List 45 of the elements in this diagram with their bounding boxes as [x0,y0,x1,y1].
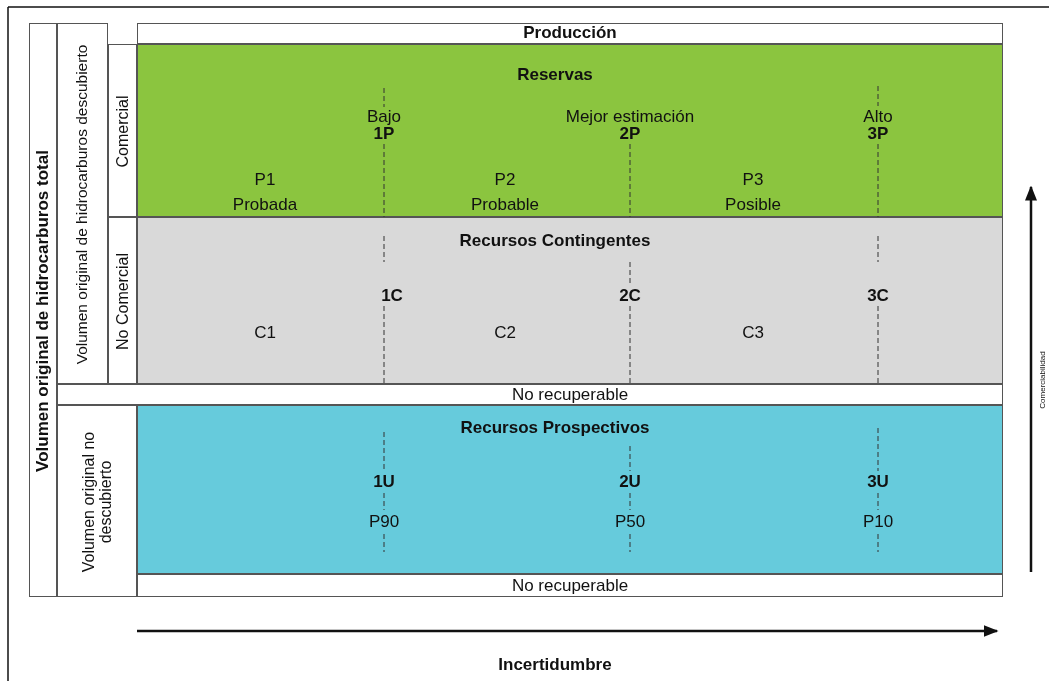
category-area [137,405,1003,574]
category-label: 2P [618,125,642,143]
category-title: Recursos Prospectivos [459,419,651,437]
category-label: P3 Posible [724,169,782,216]
category-label: C3 [741,324,765,342]
category-label: 2C [618,287,642,305]
category-label: P1 Probada [231,169,299,216]
row-header-cell [57,23,108,384]
category-label: 3P [866,125,890,143]
row-header: No Comercial [113,252,132,352]
category-label: P2 Probable [469,169,541,216]
category-label: 2U [618,473,642,491]
category-title: Reservas [516,66,594,84]
row-header-cell [108,217,137,384]
category-label: 1C [380,287,404,305]
category-label: Alto [862,108,894,126]
axis-label: Incertidumbre [497,655,613,675]
category-band [57,384,1003,405]
category-label: P10 [861,513,895,531]
category-label: No recuperable [510,386,630,404]
category-band [137,23,1003,44]
category-label: Bajo [366,108,402,126]
category-label: No recuperable [510,577,630,595]
row-header: Volumen original de hidrocarburos total [32,149,53,474]
category-label: P90 [367,513,401,531]
row-header-cell [108,44,137,217]
category-title: Producción [522,24,618,42]
category-label: Mejor estimación [564,108,696,126]
category-label: C1 [253,324,277,342]
row-header: Volumen original no descubierto [79,430,115,575]
category-area [137,217,1003,384]
category-band [137,574,1003,597]
category-label: 1P [373,125,395,143]
row-header: Volumen original de hidrocarburos descubierto [72,43,92,367]
category-label: C2 [493,324,517,342]
category-area [137,44,1003,217]
row-header: Comercial [113,94,132,170]
row-header-cell [57,405,137,597]
row-header-cell [29,23,57,597]
category-label: P50 [613,513,647,531]
category-label: 3C [866,287,890,305]
category-title: Recursos Contingentes [458,232,652,250]
category-label: 3U [866,473,890,491]
category-label: 1U [372,473,396,491]
axis-label: Comerciabilidad [1038,350,1048,411]
